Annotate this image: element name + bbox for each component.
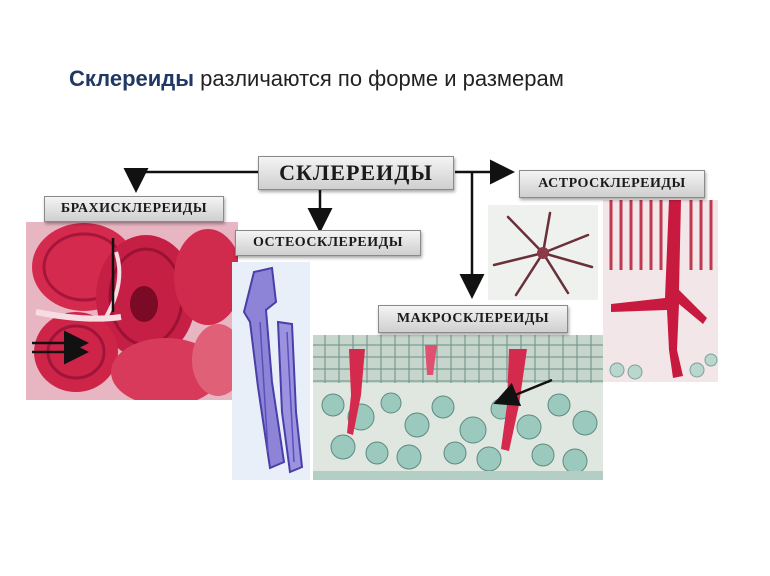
- osteosclereids-label: ОСТЕОСКЛЕРЕИДЫ: [235, 230, 421, 256]
- osteosclereid-image: [232, 262, 310, 480]
- macrosclereids-label: МАКРОСКЛЕРЕИДЫ: [378, 305, 568, 333]
- astrosclereid-tissue-image: [603, 200, 718, 382]
- brachysclereid-image: [26, 222, 238, 400]
- title-rest: различаются по форме и размерам: [194, 66, 564, 91]
- slide-title: Склереиды различаются по форме и размера…: [69, 66, 564, 92]
- brachysclereids-label: БРАХИСКЛЕРЕИДЫ: [44, 196, 224, 222]
- sclereids-main-label: СКЛЕРЕИДЫ: [258, 156, 454, 190]
- astrosclereid-cell-image: [488, 205, 598, 300]
- astrosclereids-label: АСТРОСКЛЕРЕИДЫ: [519, 170, 705, 198]
- title-lead: Склереиды: [69, 66, 195, 91]
- macrosclereid-image: [313, 335, 603, 480]
